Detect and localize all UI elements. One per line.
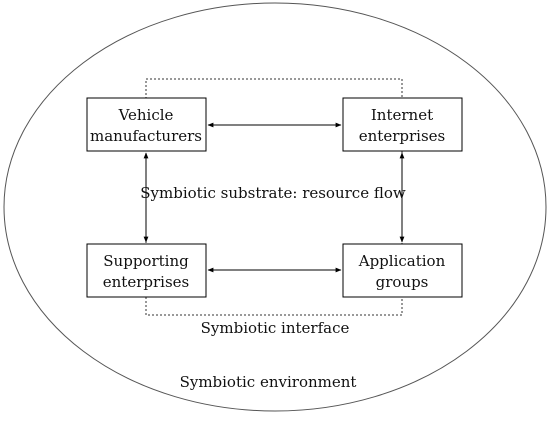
node-vehicle-line1: Vehicle xyxy=(118,106,174,124)
node-vehicle-line2: manufacturers xyxy=(90,127,202,145)
symbiotic-environment-label: Symbiotic environment xyxy=(180,373,357,391)
symbiotic-substrate-label: Symbiotic substrate: resource flow xyxy=(140,184,406,202)
symbiotic-environment-ellipse xyxy=(3,2,547,412)
node-internet-line2: enterprises xyxy=(359,127,445,145)
node-internet-enterprises: Internet enterprises xyxy=(342,97,463,152)
node-application-line1: Application xyxy=(358,252,446,270)
node-internet-line1: Internet xyxy=(371,106,433,124)
node-supporting-enterprises: Supporting enterprises xyxy=(86,243,207,298)
symbiotic-interface-label: Symbiotic interface xyxy=(201,319,350,337)
node-supporting-line1: Supporting xyxy=(103,252,189,270)
node-supporting-line2: enterprises xyxy=(103,273,189,291)
node-vehicle-manufacturers: Vehicle manufacturers xyxy=(86,97,207,152)
node-application-groups: Application groups xyxy=(342,243,463,298)
node-application-line2: groups xyxy=(376,273,429,291)
